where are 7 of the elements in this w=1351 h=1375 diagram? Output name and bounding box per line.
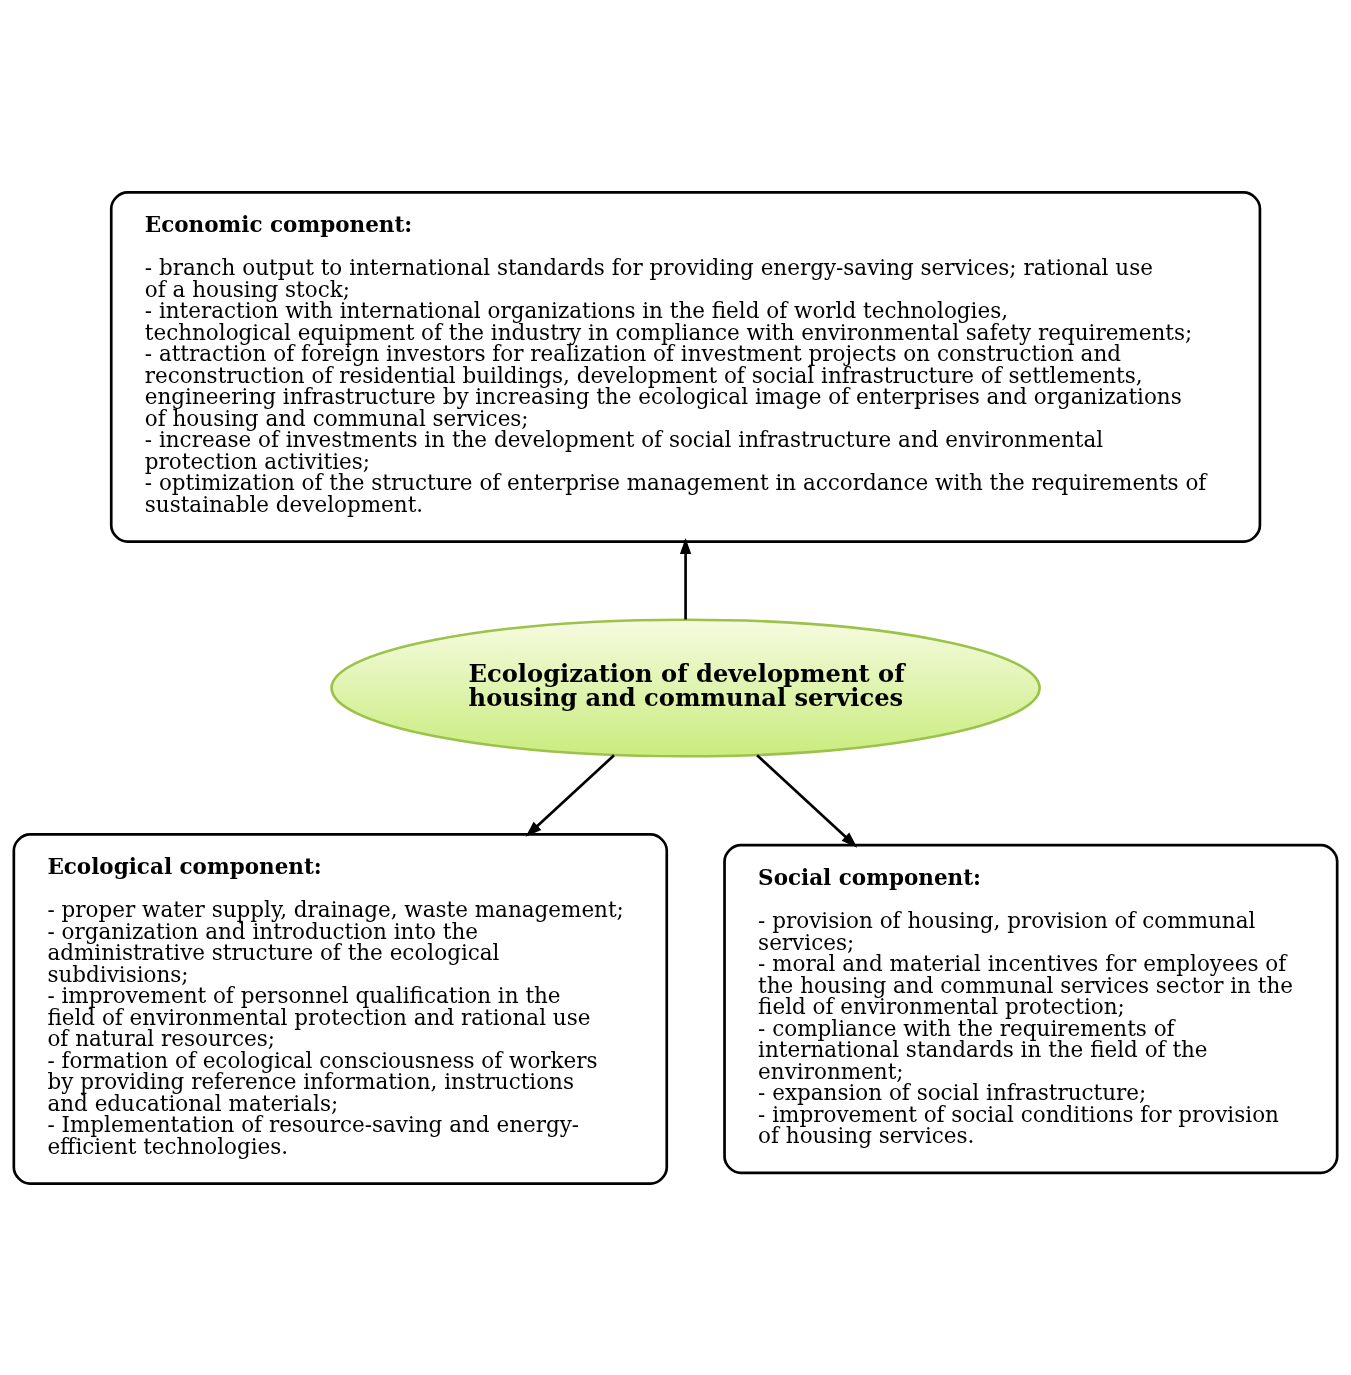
node-box: Ecological component: - proper water supply, drainage, waste management; - organization and introduction into the administrative structure of the ecological subdivisions; - improvement of personnel qualification in the field of environmental protection and rational use of natural resources; - formation of ecological consciousness of workers by providing reference information, instructions and educational materials; - Implementation of resource-saving and energy-efficient technologies.	[12, 832, 669, 1185]
arrow	[679, 537, 692, 619]
arrow	[756, 753, 858, 848]
node-box: Economic component: - branch output to international standards for providing energy-saving services; rational use of a housing stock; - interaction with international organizations in the field of world technologies, technological equipment of the industry in compliance with environmental safety requirements; - attraction of foreign investors for realization of investment projects on construction and reconstruction of residential buildings, development of social infrastructure of settlements, engineering infrastructure by increasing the ecological image of enterprises and organizations of housing and communal services; - increase of investments in the development of social infrastructure and environmental protection activities; - optimization of the structure of enterprise management in accordance with the requirements of sustainable development.	[109, 190, 1262, 543]
arrow	[525, 753, 615, 837]
node-ellipse: Ecologization of development of housing and communal services	[330, 617, 1041, 758]
node-box: Social component: - provision of housing, provision of communal services; - moral and material incentives for employees of the housing and communal services sector in the field of environmental protection; - compliance with the requirements of international standards in the field of the environment; - expansion of social infrastructure; - improvement of social conditions for provision of housing services.	[723, 843, 1339, 1174]
